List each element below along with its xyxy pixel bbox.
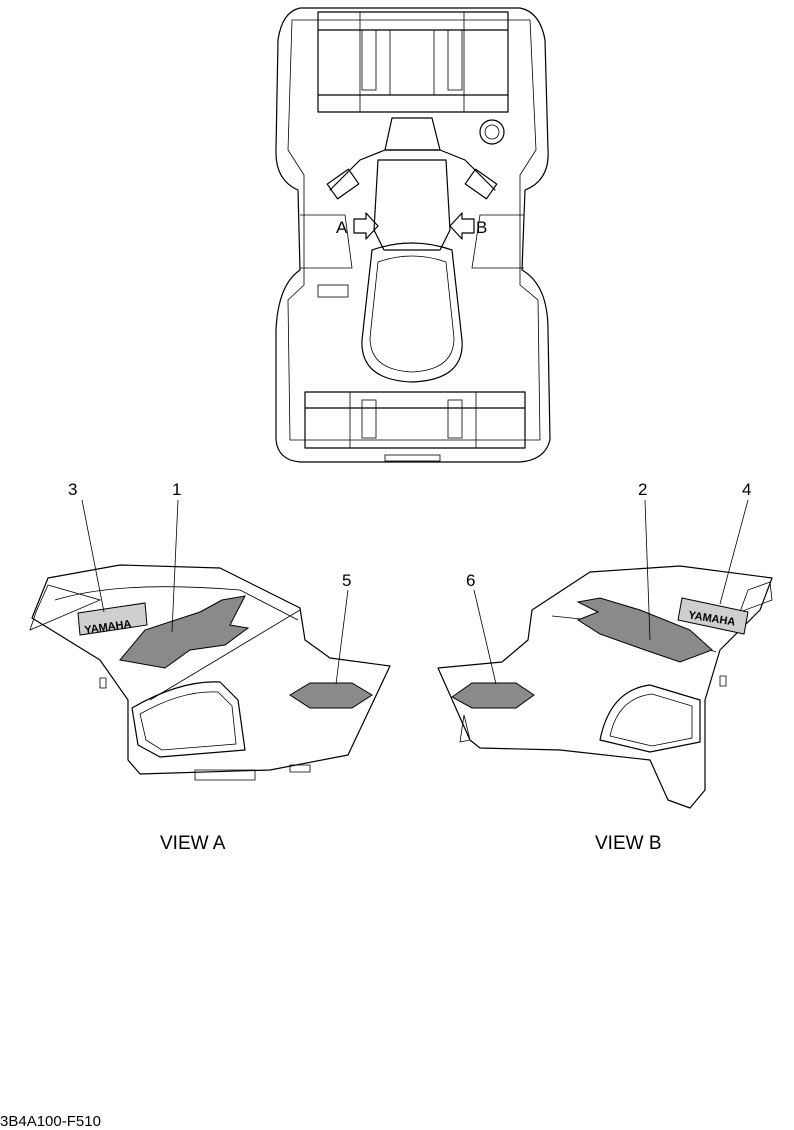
leader-3 xyxy=(81,499,105,613)
view-a-panel xyxy=(29,564,391,781)
graphic-decal-right xyxy=(576,597,713,663)
leader-5 xyxy=(335,589,349,685)
view-b-title: VIEW B xyxy=(595,833,662,854)
yamaha-decal-left xyxy=(77,602,148,636)
leader-1 xyxy=(171,499,179,633)
arrow-b-label: B xyxy=(476,218,487,237)
callout-2: 2 xyxy=(638,480,647,499)
badge-decal-right xyxy=(451,682,535,709)
view-a-title: VIEW A xyxy=(160,833,226,854)
yamaha-decal-right xyxy=(677,597,749,635)
callout-6: 6 xyxy=(466,571,475,590)
view-b-panel xyxy=(437,565,773,809)
leader-4 xyxy=(719,499,749,605)
callout-1: 1 xyxy=(172,480,181,499)
leader-2 xyxy=(644,499,651,641)
callout-4: 4 xyxy=(742,480,751,499)
atv-top-view xyxy=(275,7,551,463)
badge-decal-left xyxy=(289,682,373,709)
view-b-arrow-icon xyxy=(449,212,475,240)
callout-5: 5 xyxy=(342,571,351,590)
leader-6 xyxy=(473,589,497,685)
view-a-arrow-icon xyxy=(353,212,379,240)
figure-code: 3B4A100-F510 xyxy=(0,1113,101,1130)
callout-3: 3 xyxy=(68,480,77,499)
arrow-a-label: A xyxy=(336,218,348,237)
graphic-decal-left xyxy=(119,595,250,669)
